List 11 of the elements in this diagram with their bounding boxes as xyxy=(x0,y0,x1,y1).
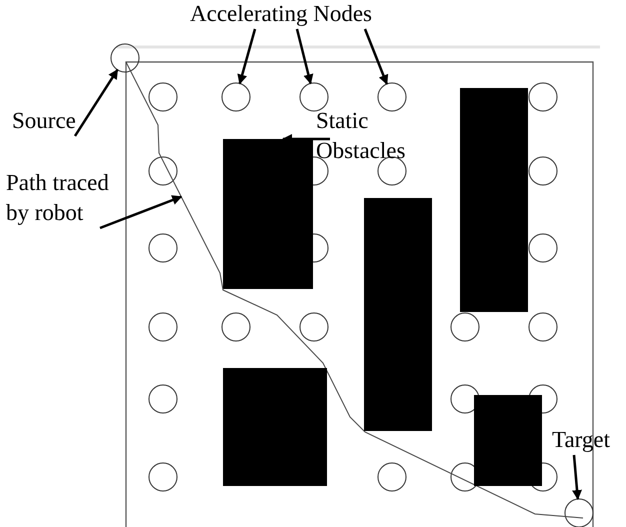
callout-label: Accelerating Nodes xyxy=(190,0,372,28)
node-circle xyxy=(110,44,140,72)
leader-arrow xyxy=(237,28,256,84)
callout-label: Path traced by robot xyxy=(6,169,110,227)
leader-arrow xyxy=(296,28,314,84)
leader-arrow xyxy=(364,28,388,85)
callout-label: Source xyxy=(12,107,76,135)
leader-arrow xyxy=(74,68,118,137)
leader-arrow xyxy=(572,454,582,500)
callout-label: Static Obstacles xyxy=(316,107,406,165)
leader-arrow xyxy=(100,195,182,230)
